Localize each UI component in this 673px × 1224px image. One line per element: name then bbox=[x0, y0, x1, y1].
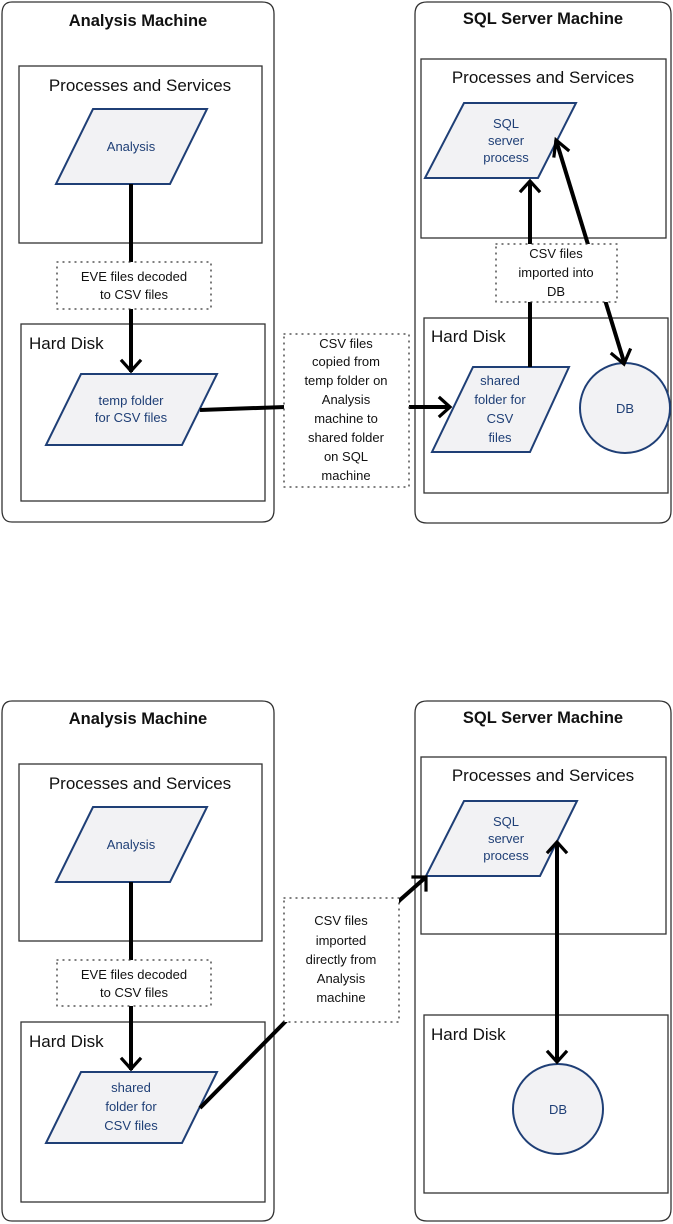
db-datastore[interactable]: DB bbox=[512, 1063, 604, 1155]
shape-label: CSV bbox=[487, 411, 514, 426]
shape-label: shared bbox=[480, 373, 520, 388]
note-text: directly from bbox=[306, 952, 377, 967]
arrow-down-icon bbox=[119, 1056, 143, 1072]
note-csv-imported-directly: CSV files imported directly from Analysi… bbox=[283, 897, 400, 1023]
note-text: temp folder on bbox=[304, 373, 387, 388]
note-text: EVE files decoded bbox=[81, 269, 187, 284]
note-box bbox=[56, 261, 212, 310]
zone-title: Hard Disk bbox=[431, 327, 506, 346]
arrow-up-icon bbox=[552, 136, 571, 158]
connector-sql-db-bidirectional bbox=[545, 839, 569, 1065]
shape-label: process bbox=[483, 150, 529, 165]
note-eve-decoded: EVE files decoded to CSV files bbox=[56, 959, 212, 1007]
shape-label: for CSV files bbox=[95, 410, 168, 425]
shape-label: SQL bbox=[493, 116, 519, 131]
zone-title: Processes and Services bbox=[452, 766, 634, 785]
temp-folder-storage[interactable]: temp folder for CSV files bbox=[44, 373, 219, 446]
shape-label: DB bbox=[616, 401, 634, 416]
db-circle bbox=[512, 1063, 604, 1155]
arrow-right-icon bbox=[437, 395, 453, 419]
note-text: CSV files bbox=[529, 246, 583, 261]
zone-title: Hard Disk bbox=[29, 1032, 104, 1051]
machine-title: SQL Server Machine bbox=[463, 709, 623, 727]
shape-label: server bbox=[488, 831, 525, 846]
storage-shape bbox=[44, 1071, 219, 1144]
note-box bbox=[495, 243, 618, 303]
note-text: EVE files decoded bbox=[81, 967, 187, 982]
shape-label: folder for bbox=[105, 1099, 157, 1114]
shape-label: Analysis bbox=[107, 837, 156, 852]
note-text: machine to bbox=[314, 411, 378, 426]
note-csv-copied: CSV files copied from temp folder on Ana… bbox=[283, 333, 410, 488]
diagram-copy-then-import: Analysis Machine Processes and Services … bbox=[1, 1, 672, 524]
sql-server-process[interactable]: SQL server process bbox=[423, 102, 578, 179]
note-text: machine bbox=[321, 468, 370, 483]
shared-folder-storage[interactable]: shared folder for CSV files bbox=[44, 1071, 219, 1144]
zone-title: Hard Disk bbox=[29, 334, 104, 353]
arrow-down-icon bbox=[609, 347, 633, 367]
db-datastore[interactable]: DB bbox=[579, 362, 671, 454]
note-eve-decoded: EVE files decoded to CSV files bbox=[56, 261, 212, 310]
analysis-machine: Analysis Machine Processes and Services … bbox=[1, 1, 275, 523]
machine-title: SQL Server Machine bbox=[463, 10, 623, 28]
process-shape bbox=[54, 806, 209, 883]
shape-label: folder for bbox=[474, 392, 526, 407]
zone-title: Processes and Services bbox=[452, 68, 634, 87]
note-box bbox=[283, 897, 400, 1023]
shared-folder-storage[interactable]: shared folder for CSV files bbox=[430, 366, 571, 453]
arrow-down-icon bbox=[545, 1049, 569, 1065]
shape-label: temp folder bbox=[98, 393, 164, 408]
note-text: imported into bbox=[518, 265, 593, 280]
note-text: to CSV files bbox=[100, 287, 168, 302]
note-box bbox=[283, 333, 410, 488]
analysis-process[interactable]: Analysis bbox=[54, 108, 209, 185]
machine-title: Analysis Machine bbox=[69, 710, 207, 728]
shape-label: shared bbox=[111, 1080, 151, 1095]
note-text: CSV files bbox=[314, 913, 368, 928]
note-text: Analysis bbox=[322, 392, 371, 407]
note-text: DB bbox=[547, 284, 565, 299]
note-text: to CSV files bbox=[100, 985, 168, 1000]
note-text: CSV files bbox=[319, 336, 373, 351]
arrow-up-icon bbox=[545, 839, 569, 855]
arrow-down-icon bbox=[119, 358, 143, 374]
machine-title: Analysis Machine bbox=[69, 12, 207, 30]
process-shape bbox=[424, 800, 579, 877]
shape-label: DB bbox=[549, 1102, 567, 1117]
arrow-up-icon bbox=[518, 178, 542, 194]
note-text: imported bbox=[316, 933, 367, 948]
process-shape bbox=[423, 102, 578, 179]
shape-label: Analysis bbox=[107, 139, 156, 154]
shape-label: server bbox=[488, 133, 525, 148]
process-shape bbox=[54, 108, 209, 185]
note-text: copied from bbox=[312, 354, 380, 369]
note-text: shared folder bbox=[308, 430, 385, 445]
shape-label: process bbox=[483, 848, 529, 863]
shape-label: SQL bbox=[493, 814, 519, 829]
zone-title: Processes and Services bbox=[49, 774, 231, 793]
storage-shape bbox=[44, 373, 219, 446]
note-box bbox=[56, 959, 212, 1007]
note-text: Analysis bbox=[317, 971, 366, 986]
diagram-direct-import: Analysis Machine Processes and Services … bbox=[1, 700, 672, 1222]
arrow-up-right-icon bbox=[411, 875, 428, 892]
shape-label: files bbox=[488, 430, 512, 445]
shape-label: CSV files bbox=[104, 1118, 158, 1133]
zone-title: Hard Disk bbox=[431, 1025, 506, 1044]
note-text: machine bbox=[316, 990, 365, 1005]
zone-title: Processes and Services bbox=[49, 76, 231, 95]
note-csv-imported-into-db: CSV files imported into DB bbox=[495, 243, 618, 303]
note-text: on SQL bbox=[324, 449, 368, 464]
analysis-process[interactable]: Analysis bbox=[54, 806, 209, 883]
storage-shape bbox=[430, 366, 571, 453]
sql-server-process[interactable]: SQL server process bbox=[424, 800, 579, 877]
